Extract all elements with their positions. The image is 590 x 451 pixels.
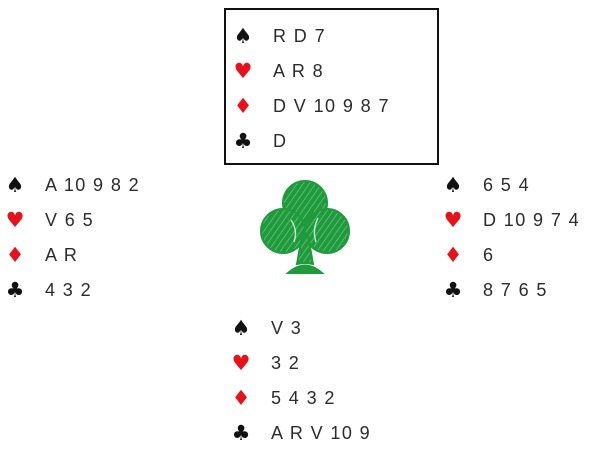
east-spades-cards: 6 5 4 [483,175,531,195]
diamond-icon: ♦ [233,94,253,118]
club-icon: ♣ [443,278,463,302]
south-hearts-cards: 3 2 [271,353,301,373]
east-diamonds-cards: 6 [483,245,495,265]
west-hearts-cards: V 6 5 [45,210,95,230]
diamond-icon: ♦ [5,243,25,267]
diamond-icon: ♦ [443,243,463,267]
heart-icon: ♥ [5,208,25,232]
heart-icon: ♥ [443,208,463,232]
north-hand: ♠ R D 7 ♥ A R 8 ♦ D V 10 9 8 7 ♣ D [224,8,439,165]
north-clubs-cards: D [273,131,288,151]
spade-icon: ♠ [5,173,25,197]
west-spades-cards: A 10 9 8 2 [45,175,141,195]
heart-icon: ♥ [233,59,253,83]
north-spades-cards: R D 7 [273,26,327,46]
club-logo-shape [260,180,350,274]
north-diamonds-cards: D V 10 9 8 7 [273,96,390,116]
club-logo-icon [260,180,350,274]
spade-icon: ♠ [231,316,251,340]
diamond-icon: ♦ [231,386,251,410]
spade-icon: ♠ [233,24,253,48]
east-hearts-cards: D 10 9 7 4 [483,210,581,230]
club-icon: ♣ [231,421,251,445]
west-clubs-cards: 4 3 2 [45,280,93,300]
heart-icon: ♥ [231,351,251,375]
north-hearts-cards: A R 8 [273,61,325,81]
south-diamonds-cards: 5 4 3 2 [271,388,336,408]
east-clubs-cards: 8 7 6 5 [483,280,548,300]
west-diamonds-cards: A R [45,245,79,265]
club-icon: ♣ [233,129,253,153]
south-spades-cards: V 3 [271,318,303,338]
south-clubs-cards: A R V 10 9 [271,423,372,443]
spade-icon: ♠ [443,173,463,197]
club-icon: ♣ [5,278,25,302]
